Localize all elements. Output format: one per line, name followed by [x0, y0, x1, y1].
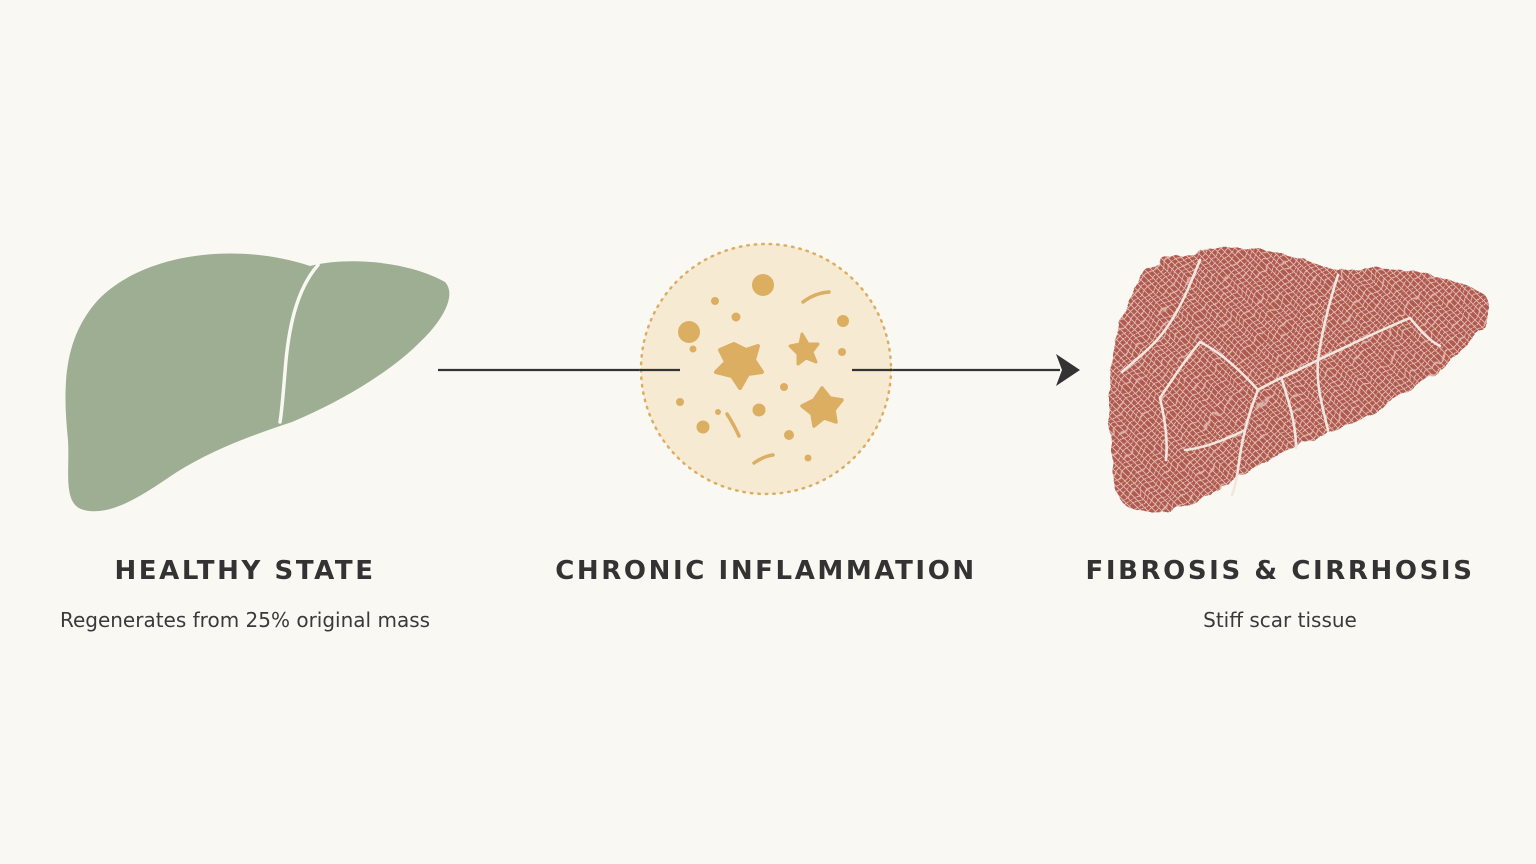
stage-title-cirrhosis: FIBROSIS & CIRRHOSIS — [1085, 556, 1475, 586]
stage-title-healthy: HEALTHY STATE — [114, 556, 376, 586]
cirrhotic-liver-icon — [1108, 247, 1490, 513]
healthy-liver-icon — [65, 253, 450, 512]
stage-description-healthy: Regenerates from 25% original mass — [59, 608, 431, 632]
stage-description-cirrhosis: Stiff scar tissue — [1203, 608, 1357, 632]
stage-title-inflammation: CHRONIC INFLAMMATION — [555, 556, 977, 586]
inflammation-circle-icon — [639, 242, 893, 496]
